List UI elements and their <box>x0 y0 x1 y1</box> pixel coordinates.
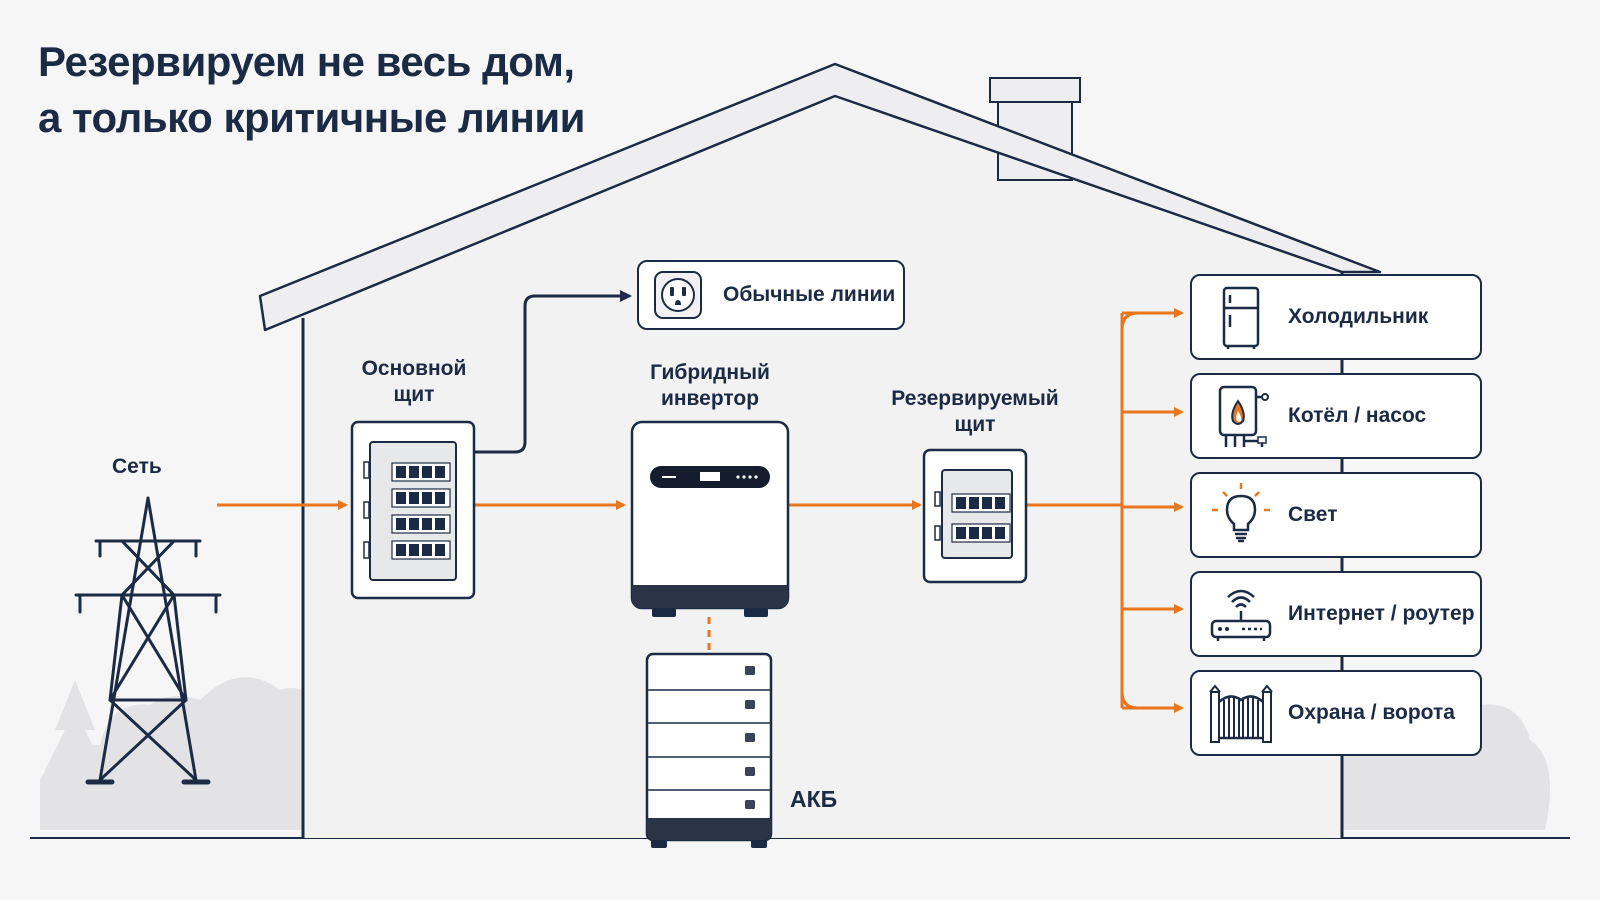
breaker <box>969 497 979 509</box>
power-pylon-icon <box>74 496 222 785</box>
backup-panel-icon <box>922 448 1028 584</box>
inverter-label-line-2: инвертор <box>660 387 760 410</box>
load-label-light: Свет <box>1288 503 1338 526</box>
load-card-fridge: Холодильник <box>1190 274 1482 360</box>
breaker <box>409 518 419 530</box>
hybrid-inverter-icon <box>630 420 790 617</box>
load-card-router: Интернет / роутер <box>1190 571 1482 657</box>
breaker <box>435 544 445 556</box>
main-panel-icon <box>350 420 476 600</box>
breaker <box>396 544 406 556</box>
load-card-boiler: Котёл / насос <box>1190 373 1482 459</box>
backup-panel-label-line-1: Резервируемый <box>891 387 1059 410</box>
load-label-fridge: Холодильник <box>1288 305 1429 328</box>
outlet-icon <box>654 271 702 319</box>
breaker <box>982 497 992 509</box>
main-panel-label: Основной щит <box>352 356 476 408</box>
breaker <box>396 466 406 478</box>
breaker <box>422 518 432 530</box>
battery-label: АКБ <box>790 786 838 812</box>
title-line-2: а только критичные линии <box>38 94 585 141</box>
breaker <box>409 544 419 556</box>
load-label-boiler: Котёл / насос <box>1288 404 1427 427</box>
main-panel-label-line-1: Основной <box>361 357 467 380</box>
breaker <box>969 527 979 539</box>
regular-lines-card: Обычные линии <box>637 260 905 330</box>
house-outline <box>258 62 1382 838</box>
backup-panel-label: Резервируемый щит <box>880 386 1070 438</box>
breaker <box>435 518 445 530</box>
breaker <box>422 544 432 556</box>
main-panel-label-line-2: щит <box>393 383 435 406</box>
breaker <box>396 492 406 504</box>
regular-lines-label: Обычные линии <box>723 283 896 306</box>
breaker <box>435 492 445 504</box>
load-card-light: Свет <box>1190 472 1482 558</box>
breaker <box>422 466 432 478</box>
fridge-icon <box>1222 286 1260 349</box>
backup-panel-label-line-2: щит <box>954 413 996 436</box>
diagram-title: Резервируем не весь дом, а только критич… <box>38 34 585 146</box>
load-label-router: Интернет / роутер <box>1288 602 1475 625</box>
arrow-main-to-regular <box>475 290 632 454</box>
breaker <box>995 497 1005 509</box>
power-flow-lines <box>217 290 1184 713</box>
gate-icon <box>1209 684 1273 743</box>
battery-stack-icon <box>645 652 773 848</box>
breaker <box>982 527 992 539</box>
breaker <box>956 497 966 509</box>
breaker <box>435 466 445 478</box>
inverter-label-line-1: Гибридный <box>650 361 770 384</box>
breaker <box>956 527 966 539</box>
title-line-1: Резервируем не весь дом, <box>38 38 575 85</box>
boiler-icon <box>1218 385 1269 447</box>
router-icon <box>1210 589 1272 641</box>
breaker <box>995 527 1005 539</box>
load-card-gate: Охрана / ворота <box>1190 670 1482 756</box>
breaker <box>409 492 419 504</box>
breaker <box>396 518 406 530</box>
breaker <box>409 466 419 478</box>
lightbulb-icon <box>1212 483 1270 543</box>
load-label-gate: Охрана / ворота <box>1288 701 1455 724</box>
grid-label: Сеть <box>112 455 162 478</box>
breaker <box>422 492 432 504</box>
inverter-label: Гибридный инвертор <box>630 360 790 412</box>
